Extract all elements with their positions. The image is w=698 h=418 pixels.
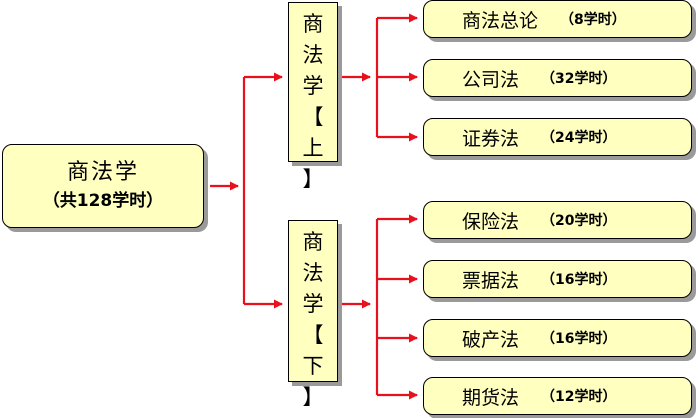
course-name: 公司法 xyxy=(462,68,520,91)
course-box-company-law: 公司法 （32学时） xyxy=(423,59,692,97)
course-box-commercial-law-general: 商法总论 （8学时） xyxy=(423,0,692,38)
volume-lower-box: 商 法 学 【 下 】 xyxy=(288,220,338,409)
volume-upper-char: 【 xyxy=(302,105,324,129)
course-name: 期货法 xyxy=(462,386,520,409)
volume-lower-char: 法 xyxy=(302,261,324,285)
root-course-total-hours: （共128学时） xyxy=(42,191,164,211)
root-course-title: 商法学 xyxy=(66,160,139,185)
course-name: 破产法 xyxy=(462,328,520,351)
course-hours: （24学时） xyxy=(541,130,617,146)
course-hours: （8学时） xyxy=(560,12,626,28)
course-name: 证券法 xyxy=(462,127,520,150)
course-name: 商法总论 xyxy=(462,9,539,32)
volume-lower-char: 【 xyxy=(302,323,324,347)
course-box-bankruptcy-law: 破产法 （16学时） xyxy=(423,319,692,357)
course-hours: （16学时） xyxy=(541,331,617,347)
course-box-futures-law: 期货法 （12学时） xyxy=(423,377,692,415)
course-hours: （12学时） xyxy=(541,389,617,405)
course-name: 票据法 xyxy=(462,269,520,292)
volume-lower-char: 学 xyxy=(302,292,324,316)
volume-upper-char: 学 xyxy=(302,74,324,98)
volume-lower-char: 商 xyxy=(302,230,324,254)
root-course-box: 商法学 （共128学时） xyxy=(2,144,204,228)
course-box-insurance-law: 保险法 （20学时） xyxy=(423,201,692,239)
course-hours: （16学时） xyxy=(541,272,617,288)
volume-lower-char: 】 xyxy=(302,385,324,409)
course-box-securities-law: 证券法 （24学时） xyxy=(423,118,692,156)
volume-upper-char: 上 xyxy=(302,136,324,160)
volume-lower-char: 下 xyxy=(302,354,324,378)
volume-upper-char: 法 xyxy=(302,43,324,67)
course-name: 保险法 xyxy=(462,210,520,233)
course-hours: （32学时） xyxy=(541,71,617,87)
course-hours: （20学时） xyxy=(541,213,617,229)
course-box-negotiable-instruments-law: 票据法 （16学时） xyxy=(423,260,692,298)
volume-upper-char: 】 xyxy=(302,167,324,191)
volume-upper-char: 商 xyxy=(302,12,324,36)
volume-upper-box: 商 法 学 【 上 】 xyxy=(288,2,338,191)
